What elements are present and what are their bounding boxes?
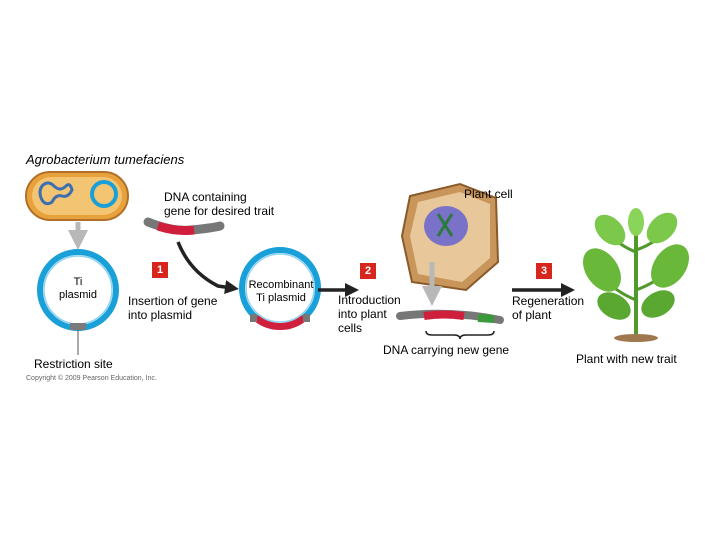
plant-new-trait-label: Plant with new trait — [576, 352, 677, 366]
dna-fragment-icon — [143, 217, 225, 235]
step-3-badge: 3 — [536, 263, 552, 279]
dna-containing-label: DNA containing gene for desired trait — [164, 190, 275, 218]
bacterium-icon — [25, 171, 129, 221]
arrow-step-1 — [176, 241, 239, 294]
step-1-badge: 1 — [152, 262, 168, 278]
dna-new-gene-label: DNA carrying new gene — [383, 343, 510, 357]
introduction-label: Introduction into plant cells — [338, 293, 401, 335]
plant-cell-label: Plant cell — [464, 187, 513, 201]
regeneration-label: Regeneration of plant — [512, 294, 585, 322]
recombinant-label: Recombinant Ti plasmid — [248, 279, 314, 304]
organism-label: Agrobacterium tumefaciens — [26, 152, 185, 167]
plant-cell-icon — [400, 182, 500, 292]
copyright-text: Copyright © 2009 Pearson Education, Inc. — [26, 375, 157, 382]
step-2-badge: 2 — [360, 263, 376, 279]
dna-new-gene-icon — [396, 309, 504, 324]
plant-icon — [582, 208, 690, 342]
insertion-label: Insertion of gene into plasmid — [128, 294, 218, 322]
ti-plasmid-label: Ti plasmid — [59, 276, 97, 301]
recombinant-plasmid-icon — [239, 247, 321, 330]
restriction-site-label: Restriction site — [34, 357, 113, 371]
brace-dna — [425, 330, 495, 340]
ti-plasmid-icon — [37, 249, 119, 331]
